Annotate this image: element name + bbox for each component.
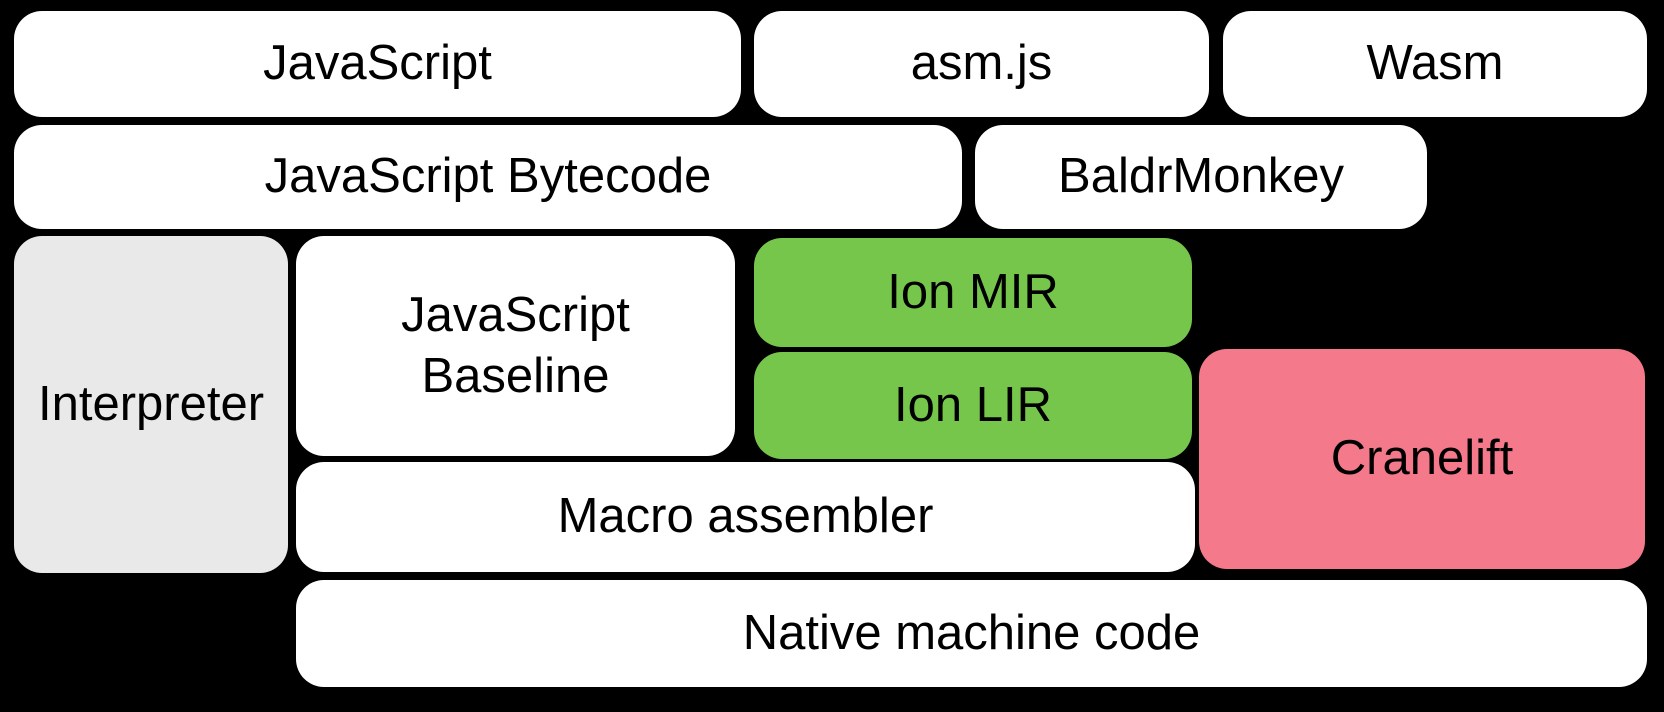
box-ion-lir: Ion LIR [754, 352, 1192, 459]
box-native-machine-code-label: Native machine code [742, 605, 1201, 660]
box-javascript-baseline-label: JavaScript Baseline [401, 287, 630, 403]
box-javascript-label: JavaScript [263, 36, 492, 91]
box-javascript-bytecode: JavaScript Bytecode [14, 125, 962, 229]
box-macro-assembler: Macro assembler [296, 462, 1195, 572]
box-javascript-baseline: JavaScript Baseline [296, 236, 735, 456]
box-cranelift-label: Cranelift [1330, 431, 1514, 486]
box-interpreter: Interpreter [14, 236, 288, 573]
box-wasm-label: Wasm [1366, 36, 1504, 91]
box-interpreter-label: Interpreter [37, 376, 265, 431]
box-wasm: Wasm [1223, 11, 1647, 117]
box-baldrmonkey-label: BaldrMonkey [1058, 149, 1344, 204]
box-ion-lir-label: Ion LIR [894, 377, 1052, 432]
box-macro-assembler-label: Macro assembler [557, 489, 934, 544]
box-baldrmonkey: BaldrMonkey [975, 125, 1427, 229]
box-asmjs: asm.js [754, 11, 1209, 117]
box-ion-mir-label: Ion MIR [887, 264, 1059, 319]
box-native-machine-code: Native machine code [296, 580, 1647, 687]
box-cranelift: Cranelift [1199, 349, 1645, 569]
box-ion-mir: Ion MIR [754, 238, 1192, 347]
box-javascript: JavaScript [14, 11, 741, 117]
box-asmjs-label: asm.js [910, 36, 1053, 91]
box-javascript-bytecode-label: JavaScript Bytecode [264, 149, 712, 204]
